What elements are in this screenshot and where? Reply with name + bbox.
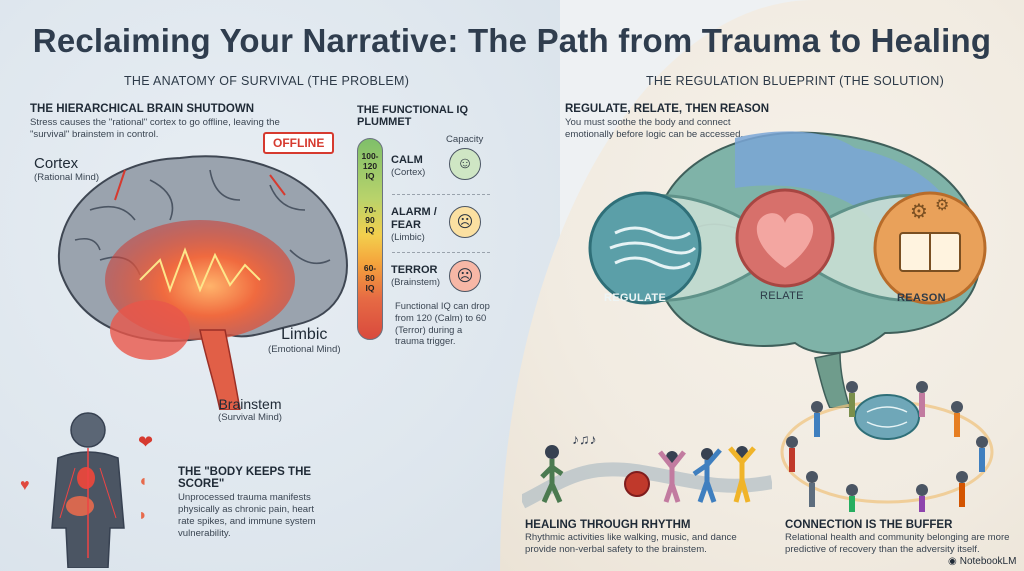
connection-text: Relational health and community belongin… (785, 532, 1010, 555)
body-illustration: ❤ ◖ ◗ ♥ (20, 412, 153, 568)
organ-heart-icon: ♥ (20, 477, 30, 494)
notebook-icon: ◉ (948, 556, 957, 567)
rhythm-block: HEALING THROUGH RHYTHM Rhythmic activiti… (525, 519, 765, 556)
brand-name: NotebookLM (959, 556, 1017, 567)
iq-state: ALARM /FEAR(Limbic) (391, 206, 437, 244)
connection-block: CONNECTION IS THE BUFFER Relational heal… (785, 519, 1010, 556)
regulate-block: REGULATE, RELATE, THEN REASON You must s… (565, 103, 775, 141)
body-score-block: THE "BODY KEEPS THE SCORE" Unprocessed t… (178, 466, 318, 540)
step-relate: RELATE (760, 290, 804, 302)
gear-small-icon: ⚙ (935, 197, 949, 214)
body-score-text: Unprocessed trauma manifests physically … (178, 492, 316, 539)
regulate-text: You must soothe the body and connect emo… (565, 117, 744, 140)
rhythm-text: Rhythmic activities like walking, music,… (525, 532, 737, 555)
iq-heading-line1: THE FUNCTIONAL IQ (357, 104, 469, 116)
page-title: Reclaiming Your Narrative: The Path from… (32, 22, 992, 59)
limbic-label: Limbic (Emotional Mind) (268, 326, 341, 355)
body-score-heading-line1: THE "BODY KEEPS THE (178, 466, 312, 478)
cortex-label: Cortex (Rational Mind) (34, 155, 99, 183)
brain-shutdown-heading: THE HIERARCHICAL BRAIN SHUTDOWN (30, 103, 255, 115)
brainstem-label: Brainstem (Survival Mind) (218, 396, 282, 423)
rhythm-illustration: ♪♫♪ (522, 431, 772, 509)
capacity-label: Capacity (446, 134, 484, 145)
offline-badge: OFFLINE (263, 132, 335, 154)
cortex-label-sub: (Rational Mind) (34, 172, 100, 183)
gear-icon: ⚙ (910, 201, 928, 223)
iq-divider (392, 252, 490, 253)
left-section-heading: THE ANATOMY OF SURVIVAL (THE PROBLEM) (124, 74, 410, 88)
regulate-circle (588, 191, 702, 305)
rhythm-heading: HEALING THROUGH RHYTHM (525, 519, 691, 531)
brain-shutdown-text: Stress causes the "rational" cortex to g… (30, 117, 280, 140)
regulate-heading: REGULATE, RELATE, THEN REASON (565, 103, 770, 115)
community-illustration (780, 381, 994, 512)
iq-state: CALM(Cortex) (391, 154, 426, 179)
heart-icon: ❤ (138, 432, 153, 452)
brainstem-label-title: Brainstem (218, 396, 282, 412)
brain-icon (854, 394, 920, 440)
step-reason: REASON (897, 292, 946, 304)
brain-shutdown-block: THE HIERARCHICAL BRAIN SHUTDOWN Stress c… (30, 103, 300, 141)
iq-note: Functional IQ can drop from 120 (Calm) t… (395, 300, 490, 347)
right-section-heading: THE REGULATION BLUEPRINT (THE SOLUTION) (646, 74, 945, 88)
drum-icon (624, 471, 650, 497)
step-regulate: REGULATE (604, 292, 667, 304)
iq-heading-line2: PLUMMET (357, 116, 412, 128)
iq-meter-bar (357, 138, 383, 340)
connection-heading: CONNECTION IS THE BUFFER (785, 519, 953, 531)
brainstem-label-sub: (Survival Mind) (218, 412, 282, 423)
calm-head-icon: ☺ (449, 148, 481, 180)
worried-face-icon: ☹ (449, 206, 481, 238)
stomach-icon: ◖ (138, 473, 148, 490)
intestine-icon: ◗ (138, 507, 148, 524)
limbic-label-sub: (Emotional Mind) (268, 344, 341, 355)
cortex-label-title: Cortex (34, 155, 79, 172)
screaming-face-icon: ☹ (449, 260, 481, 292)
iq-state: TERROR(Brainstem) (391, 264, 441, 289)
brand-logo: ◉ NotebookLM (948, 556, 1016, 567)
music-note-icon: ♪♫♪ (572, 431, 597, 447)
body-score-heading-line2: SCORE" (178, 478, 225, 490)
brain-illustration (57, 155, 348, 410)
iq-divider (392, 194, 490, 195)
regulation-brain-illustration: ⚙ ⚙ (588, 131, 987, 408)
iq-heading: THE FUNCTIONAL IQ PLUMMET (357, 104, 468, 128)
limbic-label-title: Limbic (281, 326, 328, 343)
